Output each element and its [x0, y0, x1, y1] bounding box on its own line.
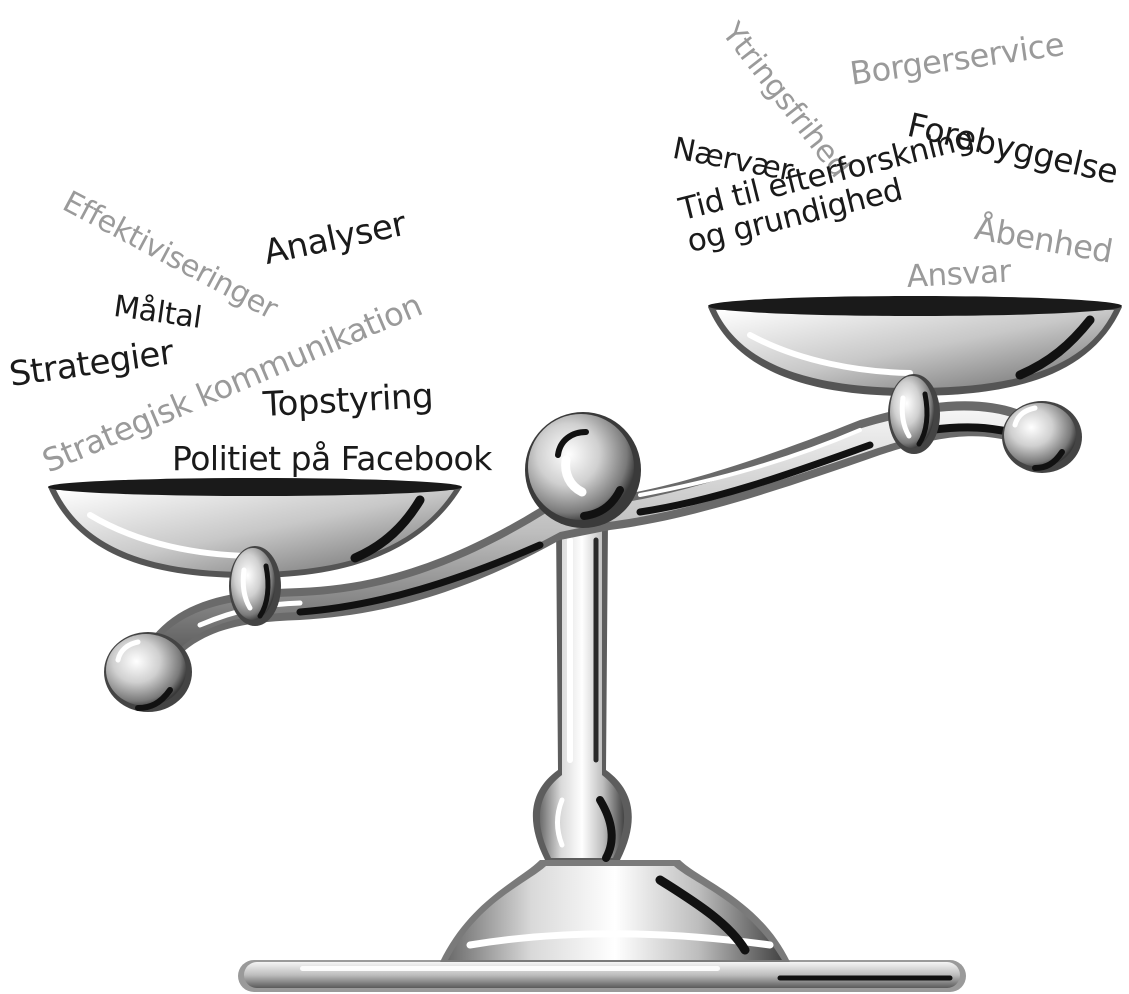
- left-end-ball: [104, 632, 192, 712]
- scale-column: [533, 520, 632, 860]
- pivot-knob: [525, 412, 641, 528]
- scale-base: [238, 860, 966, 992]
- word-ansvar: Ansvar: [906, 257, 1012, 293]
- word-politiet-paa-facebook: Politiet på Facebook: [172, 442, 492, 475]
- right-end-ball: [1002, 401, 1082, 473]
- word-topstyring: Topstyring: [262, 379, 434, 422]
